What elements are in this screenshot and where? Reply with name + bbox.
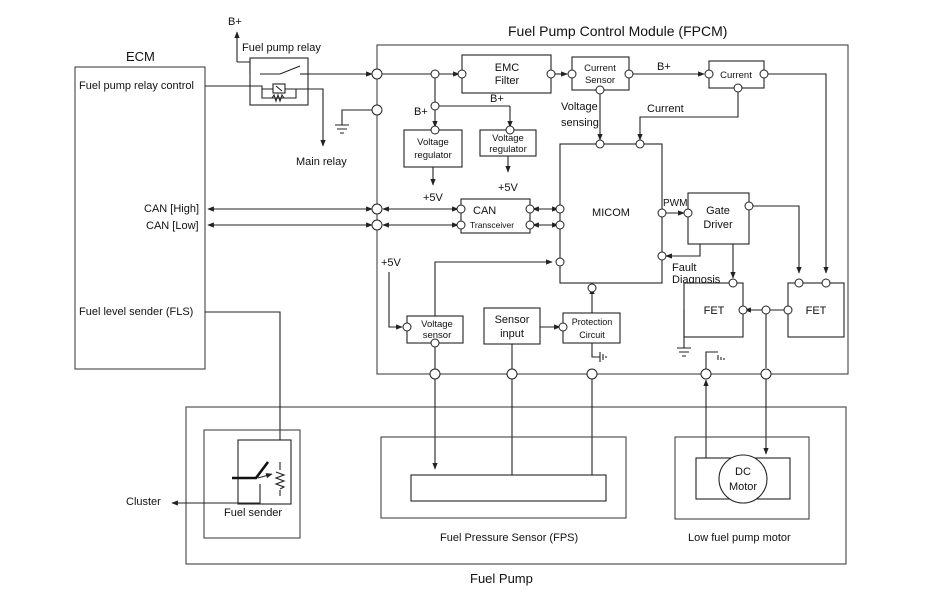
current-sensor-line1: Current [584,63,616,74]
v5-label-3: +5V [381,257,402,269]
motor-title: Low fuel pump motor [688,532,791,544]
relay-bplus-label: B+ [228,16,242,28]
main-relay-label: Main relay [296,156,347,168]
can-transceiver-box [460,198,531,234]
micom-label: MICOM [592,207,630,219]
sensor-input-box [483,307,541,345]
fuel-sender-frame [203,429,301,539]
v5-label-1: +5V [423,192,444,204]
micom-box [559,143,663,284]
motor-frame [674,436,810,520]
protection-line2: Circuit [579,330,605,340]
relay-label: Fuel pump relay [242,42,321,54]
fet-1-label: FET [704,305,725,317]
dc-motor-line1: DC [735,466,751,478]
bplus-label-2: B+ [414,106,428,118]
protection-line1: Protection [572,317,613,327]
ecm-fls-label: Fuel level sender (FLS) [79,306,193,318]
voltage-regulator-1-box [403,129,463,168]
voltage-sensor-line1: Voltage [421,319,453,330]
protection-circuit-box [562,312,621,344]
voltage-regulator-1-line2: regulator [414,150,452,161]
connection-nodes [371,68,831,380]
can-label: CAN [473,205,496,217]
fuel-sender-label: Fuel sender [224,507,282,519]
fuel-pump-title: Fuel Pump [470,571,533,586]
fet-2-label: FET [806,305,827,317]
ecm-frame [74,66,206,370]
current-box-label: Current [720,70,752,81]
fps-frame [380,436,627,519]
voltage-regulator-2-line1: Voltage [492,133,524,144]
transceiver-label: Transceiver [470,220,514,230]
sensor-input-line1: Sensor [495,314,530,326]
fps-sensor-bar [410,474,607,502]
pwm-label: PWM [663,198,687,209]
voltage-sensing-line2: sensing [561,117,599,129]
voltage-sensing-line1: Voltage [561,101,598,113]
emc-filter-line2: Filter [495,75,520,87]
current-sensor-line2: Sensor [585,75,615,86]
cluster-label: Cluster [126,496,161,508]
voltage-regulator-1-line1: Voltage [417,137,449,148]
fps-label: Fuel Pressure Sensor (FPS) [440,532,578,544]
sensor-input-line2: input [500,328,524,340]
ecm-can-high-label: CAN [High] [144,203,199,215]
voltage-regulator-2-line2: regulator [489,144,527,155]
dc-motor-line2: Motor [729,481,757,493]
dc-motor-circle [718,454,768,504]
emc-filter-box [461,54,552,94]
gate-driver-line1: Gate [706,205,730,217]
ecm-relay-control-label: Fuel pump relay control [79,80,194,92]
bplus-label-3: B+ [490,93,504,105]
fuel-pump-frame [185,406,847,565]
fet-2-box [787,282,845,338]
current-sensing-label: Current [647,103,684,115]
ecm-can-low-label: CAN [Low] [146,220,199,232]
emc-filter-line1: EMC [495,62,520,74]
gate-driver-box [687,192,750,245]
voltage-sensor-line2: sensor [423,330,452,341]
fpcm-title: Fuel Pump Control Module (FPCM) [508,23,727,39]
bplus-label-1: B+ [657,61,671,73]
fet-1-box [683,282,744,338]
fuel-sender-inner [237,439,292,505]
fault-diagnosis-line1: Fault [672,262,696,274]
v5-label-2: +5V [498,182,519,194]
gate-driver-line2: Driver [703,219,733,231]
ecm-title: ECM [126,49,155,64]
